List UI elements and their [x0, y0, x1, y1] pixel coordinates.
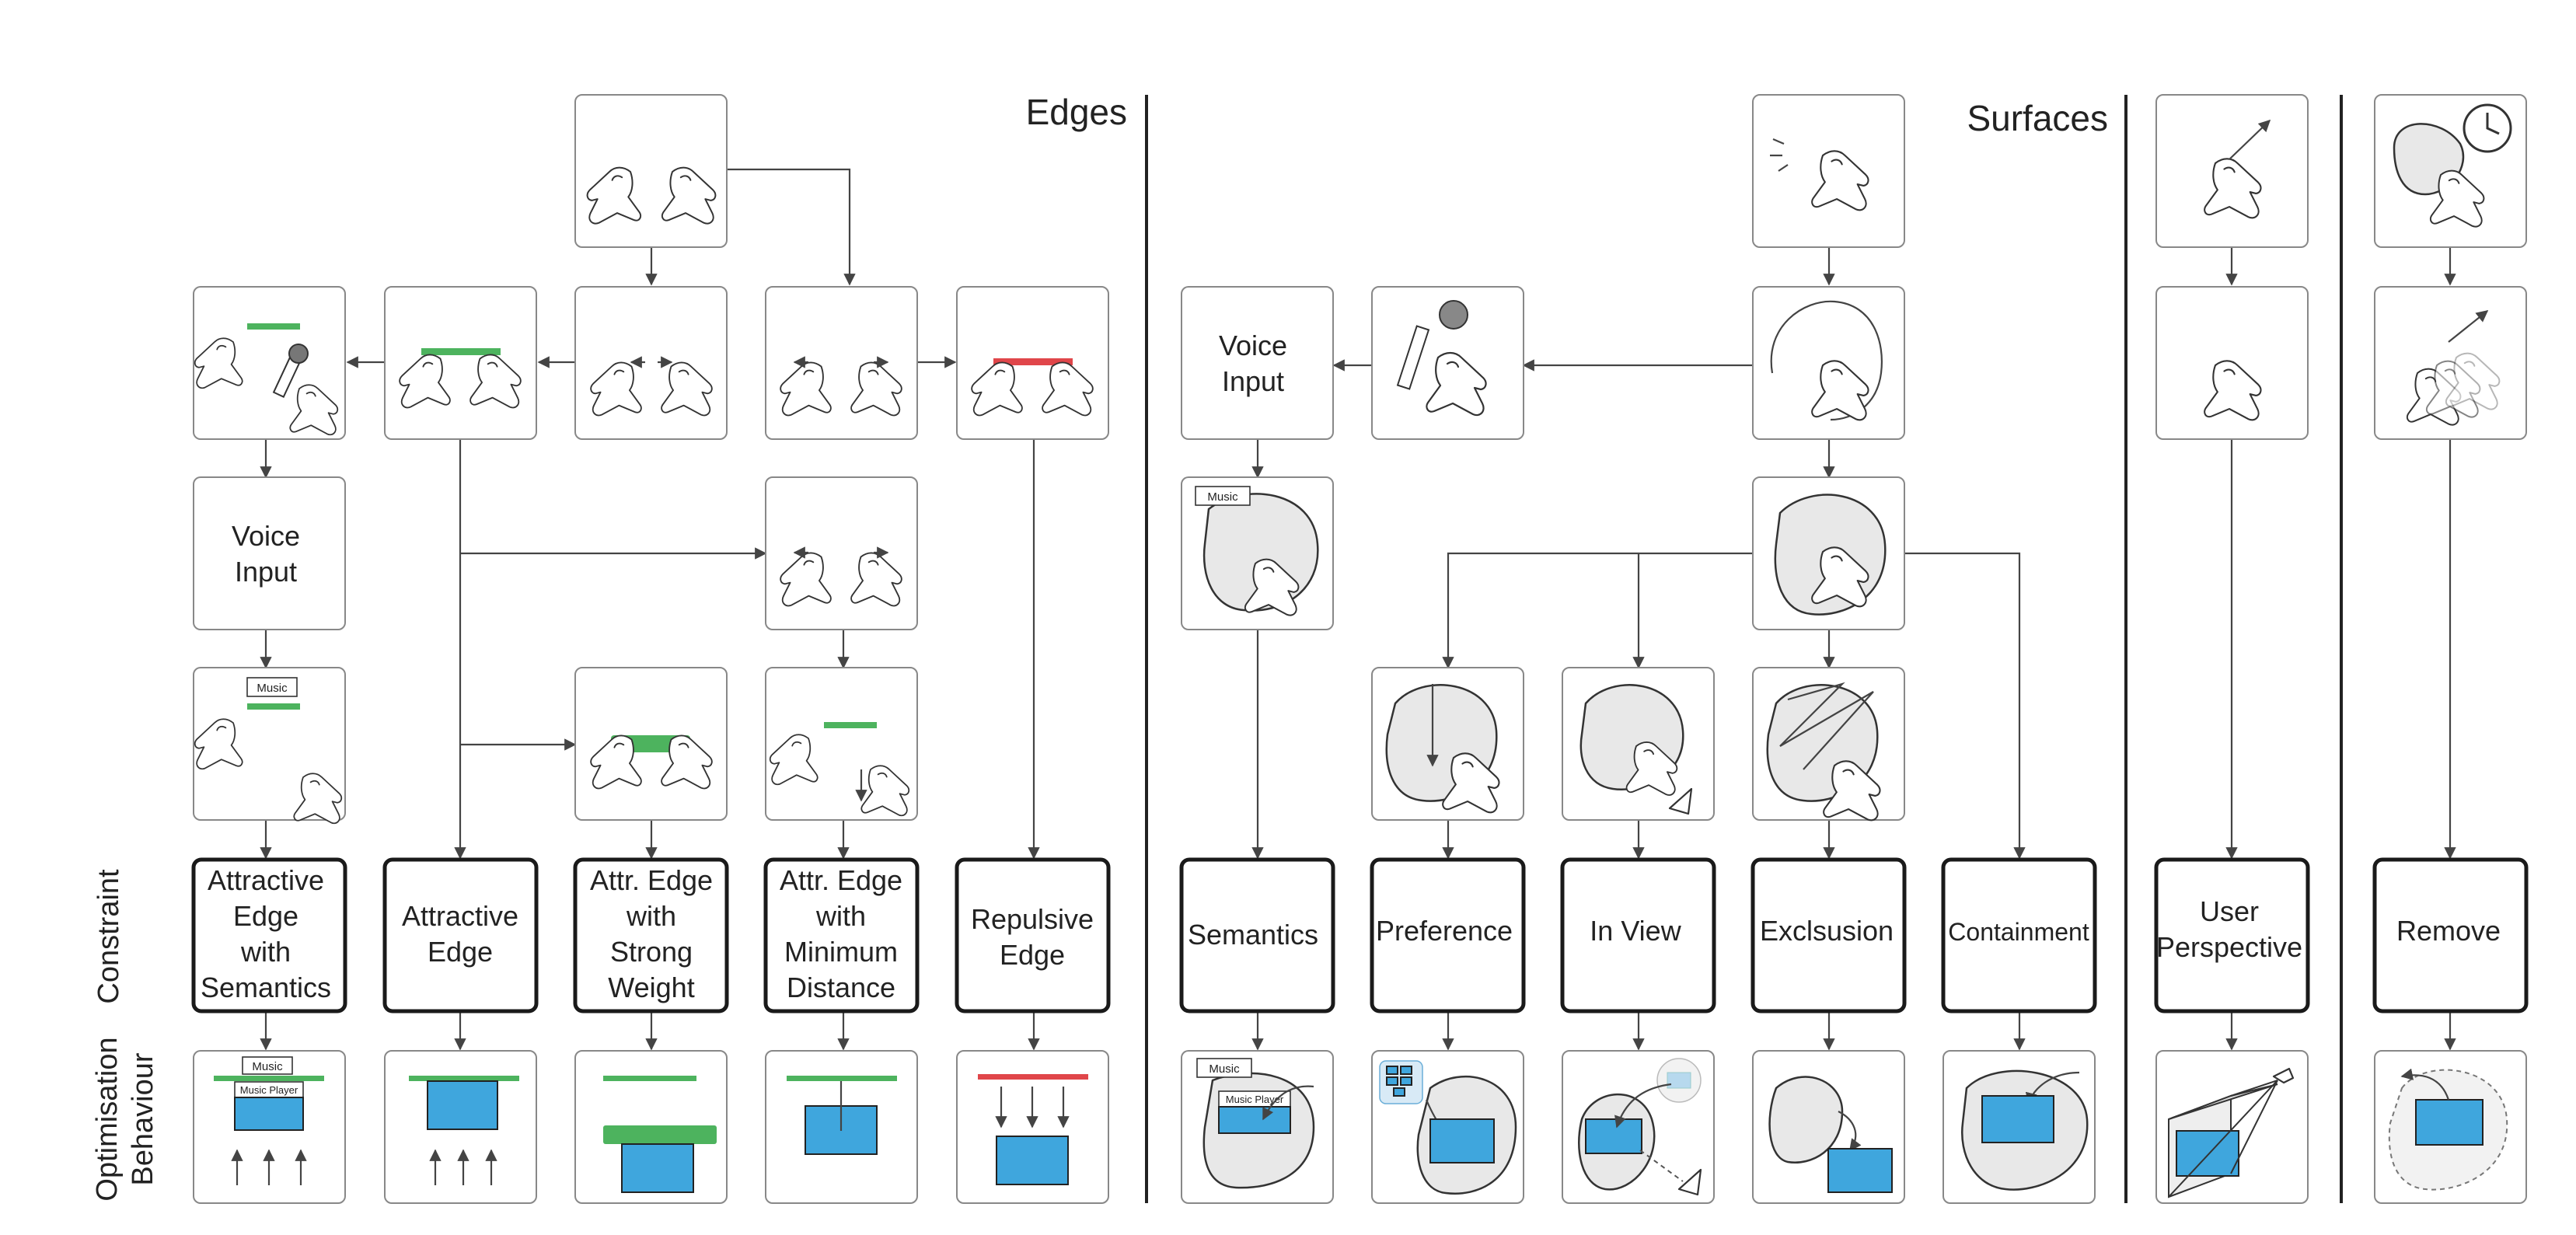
constraint-repulsive-edge: Repulsive Edge: [955, 857, 1111, 1013]
svg-text:Music: Music: [1207, 490, 1238, 504]
gesture-strong-weight: [574, 667, 728, 821]
surface-tap: [1752, 476, 1905, 630]
gesture-hand-with-mic: [1371, 286, 1524, 440]
section-title-surfaces: Surfaces: [1967, 98, 2108, 138]
gesture-hands-move-together: [574, 286, 728, 440]
behaviour-containment: [1942, 1050, 2096, 1204]
behaviour-strong-weight: [574, 1050, 728, 1204]
svg-text:Music Player: Music Player: [240, 1084, 298, 1096]
constraint-remove: Remove: [2372, 857, 2529, 1013]
edges-connectors: [260, 168, 1040, 1051]
constraint-semantics: Semantics: [1179, 857, 1335, 1013]
svg-text:Music: Music: [252, 1060, 283, 1073]
svg-text:Remove: Remove: [2396, 915, 2501, 947]
svg-text:Distance: Distance: [787, 972, 895, 1003]
gesture-repulsive-edge: [956, 286, 1109, 440]
gesture-hold-timer: [2374, 94, 2527, 248]
svg-text:Attr. Edge: Attr. Edge: [590, 864, 713, 896]
svg-text:Weight: Weight: [608, 972, 694, 1003]
behaviour-attractive-semantics: Music Music Player: [193, 1050, 346, 1204]
svg-text:Semantics: Semantics: [1188, 919, 1318, 951]
gesture-point-hand: [2155, 286, 2309, 440]
behaviour-minimum-distance: [765, 1050, 918, 1204]
behaviour-preference: [1371, 1050, 1524, 1204]
behaviour-in-view: [1562, 1050, 1715, 1204]
svg-text:Repulsive: Repulsive: [971, 903, 1094, 935]
surfaces-connectors: [1251, 247, 2456, 1051]
svg-text:Exclsusion: Exclsusion: [1760, 915, 1894, 947]
gesture-two-hand-pinch: [574, 94, 728, 248]
gesture-point-perspective: [2155, 94, 2309, 248]
svg-text:Music Player: Music Player: [1226, 1094, 1284, 1105]
constraint-attractive-edge: Attractive Edge: [382, 857, 539, 1013]
svg-text:Attractive: Attractive: [208, 864, 324, 896]
svg-text:Attr. Edge: Attr. Edge: [780, 864, 902, 896]
behaviour-semantics: Music Music Player: [1181, 1050, 1334, 1204]
svg-text:Minimum: Minimum: [784, 936, 898, 968]
gesture-minimum-distance: [765, 667, 918, 821]
gesture-tap-surface-start: [1752, 94, 1905, 248]
voice-input-line1: Voice: [232, 520, 300, 552]
behaviour-repulsive: [956, 1050, 1109, 1204]
gesture-hands-move-apart: [765, 286, 918, 440]
svg-text:Containment: Containment: [1948, 918, 2089, 946]
svg-text:with: with: [626, 900, 676, 932]
svg-text:with: with: [815, 900, 866, 932]
constraint-attractive-edge-semantics: Attractive Edge with Semantics: [191, 857, 347, 1013]
svg-text:with: with: [240, 936, 291, 968]
surface-exclusion-gesture: [1752, 667, 1905, 822]
surface-preference-gesture: [1371, 667, 1524, 821]
row-label-optimisation: Optimisation: [91, 1037, 124, 1201]
svg-text:Semantics: Semantics: [201, 972, 331, 1003]
constraint-preference: Preference: [1370, 857, 1526, 1013]
section-title-edges: Edges: [1026, 92, 1127, 132]
behaviour-remove: [2374, 1050, 2527, 1204]
gesture-swipe-away: [2374, 286, 2527, 440]
constraint-strong-weight: Attr. Edge with Strong Weight: [573, 857, 729, 1013]
svg-text:Perspective: Perspective: [2156, 931, 2302, 963]
svg-text:Music: Music: [1209, 1062, 1240, 1076]
row-label-behaviour: Behaviour: [127, 1052, 159, 1185]
svg-text:Preference: Preference: [1376, 915, 1513, 947]
svg-text:Edge: Edge: [233, 900, 298, 932]
svg-text:Edge: Edge: [1000, 939, 1065, 971]
row-label-constraint: Constraint: [92, 869, 125, 1004]
svg-text:Attractive: Attractive: [402, 900, 518, 932]
music-tag-label: Music: [257, 682, 288, 695]
voice-input-line2: Input: [235, 556, 297, 588]
svg-text:Edge: Edge: [428, 936, 493, 968]
svg-text:User: User: [2200, 895, 2259, 927]
svg-text:Input: Input: [1222, 365, 1284, 397]
constraint-in-view: In View: [1560, 857, 1716, 1013]
svg-text:Voice: Voice: [1219, 330, 1287, 361]
behaviour-attractive: [384, 1050, 537, 1204]
constraint-containment: Containment: [1941, 857, 2097, 1013]
gesture-draw-surface: [1752, 286, 1905, 440]
gesture-edge-created: [384, 286, 537, 440]
svg-text:In View: In View: [1590, 915, 1681, 947]
svg-text:Strong: Strong: [610, 936, 693, 968]
voice-input-box-surfaces: Voice Input: [1181, 286, 1334, 440]
behaviour-user-perspective: [2155, 1050, 2309, 1204]
gesture-edge-with-mic: [193, 286, 346, 440]
gesture-edge-with-music-label: Music: [193, 667, 346, 825]
surface-with-music-label: Music: [1181, 476, 1334, 630]
voice-input-box-edges: Voice Input: [193, 476, 346, 630]
behaviour-exclusion: [1752, 1050, 1905, 1204]
gesture-hands-apart-minimum: [765, 476, 918, 630]
surface-in-view-gesture: [1562, 667, 1715, 821]
constraint-user-perspective: User Perspective: [2154, 857, 2310, 1013]
constraint-exclusion: Exclsusion: [1750, 857, 1907, 1013]
constraint-minimum-distance: Attr. Edge with Minimum Distance: [763, 857, 920, 1013]
